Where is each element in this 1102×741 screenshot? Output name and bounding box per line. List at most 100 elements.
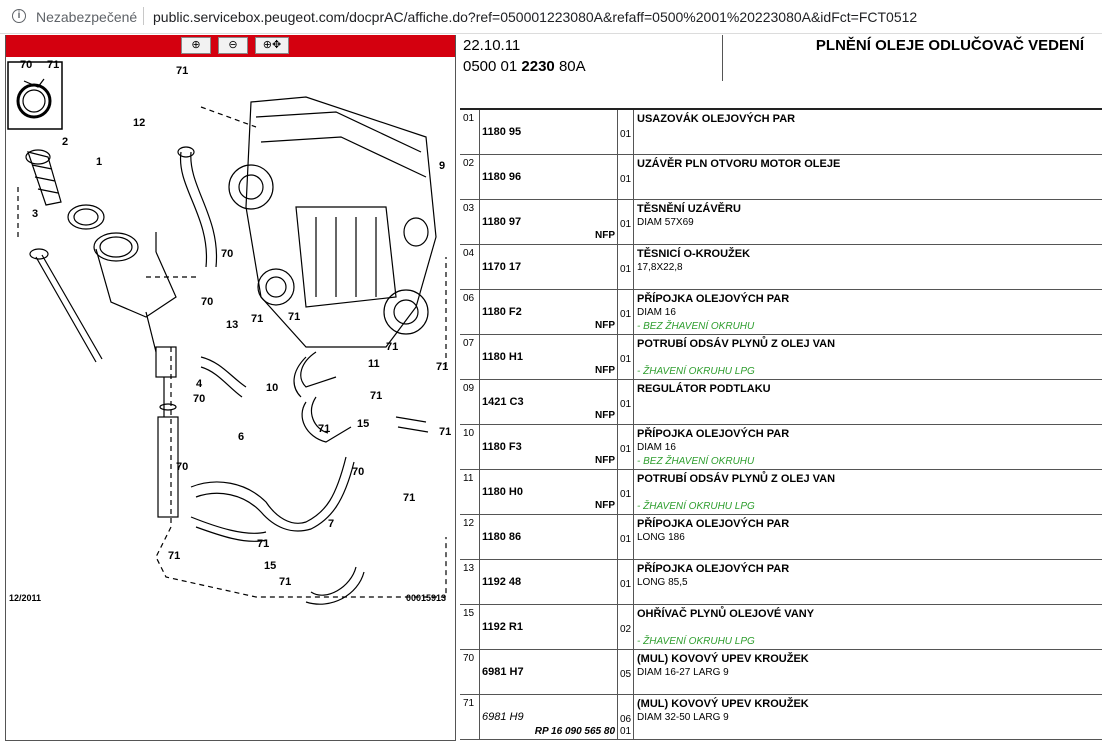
- part-name: POTRUBÍ ODSÁV PLYNŮ Z OLEJ VAN: [637, 473, 836, 485]
- part-reference[interactable]: 1180 H0: [482, 486, 523, 498]
- inset-label-70: 70: [20, 59, 32, 71]
- ref-cell: 1180 86: [480, 515, 618, 559]
- part-dimensions: 17,8X22,8: [637, 262, 683, 273]
- part-reference[interactable]: 1180 F2: [482, 306, 522, 318]
- part-position: 10: [463, 428, 475, 439]
- address-bar[interactable]: i Nezabezpečené public.servicebox.peugeo…: [0, 0, 1102, 34]
- part-reference[interactable]: 1180 H1: [482, 351, 523, 363]
- url-text[interactable]: public.servicebox.peugeot.com/docprAC/af…: [153, 9, 918, 25]
- part-quantity: 05: [620, 669, 632, 680]
- callout-70: 70: [221, 248, 233, 260]
- desc-cell: TĚSNICÍ O-KROUŽEK 17,8X22,8: [634, 245, 1102, 289]
- callout-70: 70: [176, 461, 188, 473]
- part-reference[interactable]: 6981 H7: [482, 666, 524, 678]
- part-reference[interactable]: 1192 48: [482, 576, 522, 588]
- part-reference[interactable]: 1421 C3: [482, 396, 524, 408]
- qty-cell: 01: [618, 290, 634, 334]
- callout-10: 10: [266, 382, 278, 394]
- info-icon[interactable]: i: [12, 9, 26, 23]
- pos-cell: 04: [460, 245, 480, 289]
- part-reference[interactable]: 1170 17: [482, 261, 522, 273]
- qty-cell: 01: [618, 515, 634, 559]
- ref-cell: 1170 17: [480, 245, 618, 289]
- part-name: PŘÍPOJKA OLEJOVÝCH PAR: [637, 293, 790, 305]
- header-date: 22.10.11: [463, 37, 521, 54]
- callout-70: 70: [352, 466, 364, 478]
- diagram-number: 00015913: [406, 593, 447, 603]
- part-quantity: 01: [620, 399, 632, 410]
- qty-cell: 01: [618, 110, 634, 154]
- part-reference[interactable]: 1180 95: [482, 126, 522, 138]
- callout-2: 2: [62, 136, 68, 148]
- part-reference[interactable]: 1180 86: [482, 531, 522, 543]
- part-quantity: 01: [620, 264, 632, 275]
- part-quantity: 01: [620, 174, 632, 185]
- part-name: (MUL) KOVOVÝ UPEV KROUŽEK: [637, 698, 809, 710]
- part-dimensions: DIAM 16: [637, 307, 676, 318]
- part-name: POTRUBÍ ODSÁV PLYNŮ Z OLEJ VAN: [637, 338, 836, 350]
- qty-cell: 05: [618, 650, 634, 694]
- zoom-fit-button[interactable]: ⊕✥: [255, 37, 289, 54]
- part-name: PŘÍPOJKA OLEJOVÝCH PAR: [637, 518, 790, 530]
- nfp-badge: NFP: [595, 230, 615, 241]
- part-reference[interactable]: 1192 R1: [482, 621, 523, 633]
- part-reference[interactable]: 6981 H9: [482, 711, 524, 723]
- parts-panel: 22.10.11 0500 01 2230 80A PLNĚNÍ OLEJE O…: [460, 35, 1102, 741]
- security-label: Nezabezpečené: [36, 9, 138, 25]
- part-position: 03: [463, 203, 475, 214]
- callout-12: 12: [133, 117, 145, 129]
- callout-3: 3: [32, 208, 38, 220]
- callout-71: 71: [176, 65, 188, 77]
- part-reference[interactable]: 1180 97: [482, 216, 522, 228]
- qty-cell: 01: [618, 200, 634, 244]
- part-position: 12: [463, 518, 475, 529]
- part-reference[interactable]: 1180 F3: [482, 441, 522, 453]
- qty-cell: 01: [618, 245, 634, 289]
- callout-15: 15: [357, 418, 369, 430]
- part-quantity-2: 01: [620, 726, 632, 737]
- inset-label-71: 71: [47, 59, 59, 71]
- desc-cell: POTRUBÍ ODSÁV PLYNŮ Z OLEJ VAN- ŽHAVENÍ …: [634, 470, 1102, 514]
- callout-71: 71: [403, 492, 415, 504]
- pos-cell: 12: [460, 515, 480, 559]
- part-name: TĚSNICÍ O-KROUŽEK: [637, 248, 751, 260]
- part-name: USAZOVÁK OLEJOVÝCH PAR: [637, 113, 796, 125]
- zoom-out-button[interactable]: ⊖: [218, 37, 248, 54]
- pos-cell: 07: [460, 335, 480, 379]
- zoom-in-button[interactable]: ⊕: [181, 37, 211, 54]
- part-name: REGULÁTOR PODTLAKU: [637, 383, 771, 395]
- desc-cell: USAZOVÁK OLEJOVÝCH PAR: [634, 110, 1102, 154]
- qty-cell: 02: [618, 605, 634, 649]
- callout-6: 6: [238, 431, 244, 443]
- part-name: OHŘÍVAČ PLYNŮ OLEJOVÉ VANY: [637, 608, 815, 620]
- header-ref: 0500 01 2230 80A: [463, 58, 586, 75]
- callout-71: 71: [370, 390, 382, 402]
- ref-cell: 1192 R1: [480, 605, 618, 649]
- callout-71: 71: [288, 311, 300, 323]
- page-title: PLNĚNÍ OLEJE ODLUČOVAČ VEDENÍ: [815, 37, 1084, 54]
- ref-cell: 1180 96: [480, 155, 618, 199]
- part-reference[interactable]: 1180 96: [482, 171, 522, 183]
- rp-reference[interactable]: RP 16 090 565 80: [534, 726, 615, 737]
- pos-cell: 71: [460, 695, 480, 739]
